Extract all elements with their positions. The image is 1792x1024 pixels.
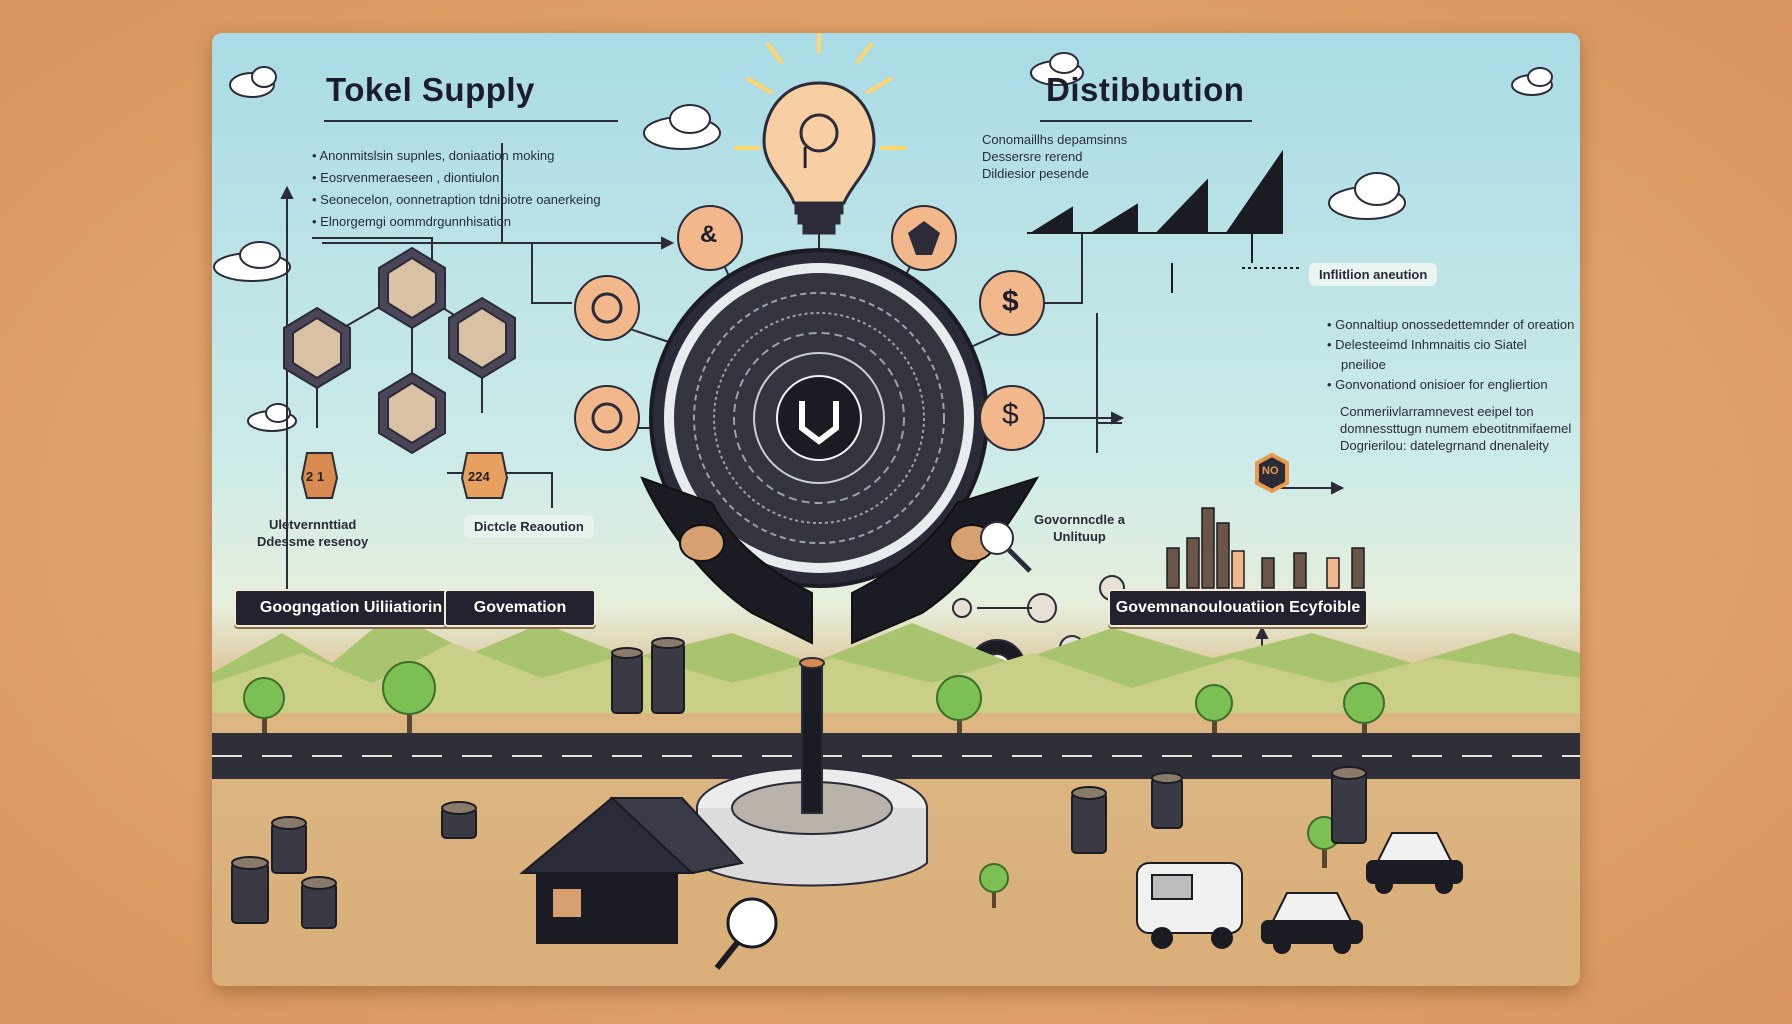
icon-circle xyxy=(979,270,1045,336)
hexagon-node-icon xyxy=(448,296,516,380)
list-item: Delesteeimd Inhmnaitis cio Siatel xyxy=(1327,335,1574,355)
icon-circle xyxy=(574,385,640,451)
cloud-icon xyxy=(229,66,277,98)
list-item: Elnorgemgi oommdrgunnhisation xyxy=(312,211,601,233)
coin-stack-icon xyxy=(231,856,269,924)
bulb-symbol: | xyxy=(802,143,809,168)
coin-stack-icon xyxy=(1151,772,1183,829)
cloud-icon xyxy=(1030,52,1084,86)
icon-circle xyxy=(677,205,743,271)
central-well xyxy=(696,657,928,887)
tree-icon xyxy=(382,661,436,733)
list-item: Eosrvenmeraeseen , diontiulon xyxy=(312,167,601,189)
left-label-block: Uletvernnttiad Ddessme resenoy xyxy=(257,517,369,549)
lightbulb-icon xyxy=(762,81,876,235)
hexagon-node-icon xyxy=(378,246,446,330)
icon-circle xyxy=(574,275,640,341)
hex-label: 224 xyxy=(468,469,490,484)
coin-stack-icon xyxy=(1071,786,1107,854)
left-banner-b: Govemation xyxy=(444,589,596,627)
right-bullets: Gonnaltiup onossedettemnder of oreation … xyxy=(1327,315,1574,395)
infographic-panel: Tokel Supply Anonmitslsin supnles, donia… xyxy=(212,33,1580,986)
magnifier-icon xyxy=(980,521,1032,573)
list-item: Gonvonationd onisioer for engliertion xyxy=(1327,375,1574,395)
right-lines: Conmeriivlarramnevest eeipel ton domness… xyxy=(1340,404,1572,453)
tree-icon xyxy=(936,675,982,733)
coin-stack-icon xyxy=(611,647,643,714)
icon-circle xyxy=(979,385,1045,451)
hexagon-node-icon xyxy=(378,371,446,455)
tree-icon xyxy=(979,863,1009,908)
list-item: Gonnaltiup onossedettemnder of oreation xyxy=(1327,315,1574,335)
hands-illustration xyxy=(640,476,1040,645)
icon-right-mid: $ xyxy=(1002,285,1019,318)
cloud-icon xyxy=(247,403,297,432)
hexagon-node-icon xyxy=(283,306,351,390)
tree-icon xyxy=(1343,682,1385,733)
list-item: Seonecelon, oonnetraption tdnipiotre oan… xyxy=(312,189,600,211)
gear-icon xyxy=(952,598,972,618)
coin-stack-icon xyxy=(1331,766,1367,844)
left-title: Tokel Supply xyxy=(326,71,535,108)
gear-icon xyxy=(1027,593,1057,623)
hex-badge: NO xyxy=(1262,465,1279,477)
illustration xyxy=(212,33,1580,970)
coin-stack-icon xyxy=(271,816,307,874)
core-platform-circle xyxy=(649,248,989,588)
hex-label: 2 1 xyxy=(306,469,325,484)
tree-icon xyxy=(243,677,285,733)
van-icon xyxy=(1136,862,1243,949)
tree-icon xyxy=(1195,684,1233,733)
right-banner: Govemnanoulouatiion Ecyfoible xyxy=(1108,589,1368,627)
list-item: Anonmitslsin supnles, doniaation moking xyxy=(312,145,601,167)
cloud-icon xyxy=(643,104,721,150)
coin-stack-icon xyxy=(651,637,685,714)
left-pill: Dictcle Reaoution xyxy=(464,515,594,538)
cloud-icon xyxy=(1511,67,1553,96)
governance-label: Govornncdle a Unlituup xyxy=(1034,512,1126,544)
car-icon xyxy=(1366,832,1463,894)
cloud-icon xyxy=(213,241,291,282)
coin-stack-icon xyxy=(441,801,477,839)
icon-right-low: $ xyxy=(1002,398,1019,431)
left-bullets: Anonmitslsin supnles, doniaation moking … xyxy=(312,145,601,233)
left-banner-a: Googngation Uiliiatiorin xyxy=(234,589,468,627)
cloud-icon xyxy=(1328,172,1406,220)
car-icon xyxy=(1261,892,1363,954)
list-item-extra: pneilioe xyxy=(1341,357,1386,372)
house-icon xyxy=(519,796,744,944)
right-top-lines: Conomaillhs depamsinns Dessersre rerend … xyxy=(982,132,1128,181)
right-title: Distibbution xyxy=(1046,71,1245,108)
icon-left-top: & xyxy=(700,221,718,248)
coin-stack-icon xyxy=(301,876,337,929)
right-pill: Inflitlion aneution xyxy=(1309,263,1438,286)
